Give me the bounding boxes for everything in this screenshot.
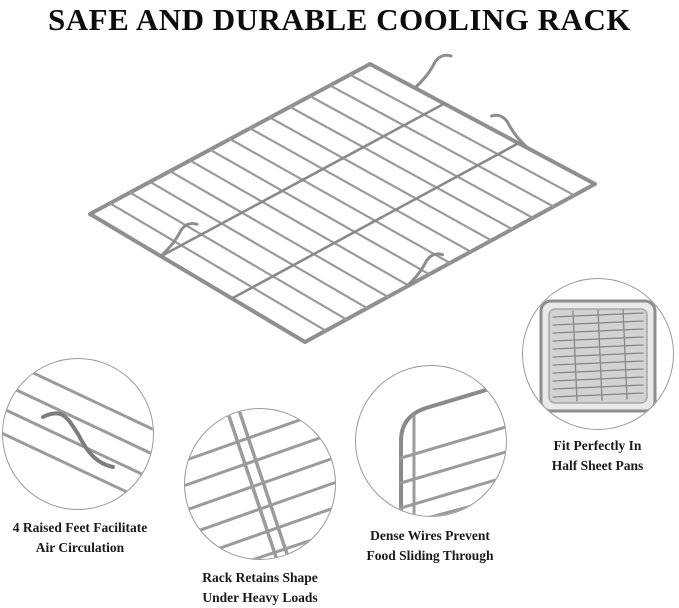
feature-caption-shape: Rack Retains Shape Under Heavy Loads bbox=[180, 568, 340, 608]
feature-caption-wires: Dense Wires Prevent Food Sliding Through bbox=[350, 526, 510, 566]
sheet-pan-fit-closeup bbox=[522, 278, 674, 430]
cooling-rack-image bbox=[70, 44, 610, 394]
feature-caption-shape-line2: Under Heavy Loads bbox=[202, 590, 318, 605]
page-title: SAFE AND DURABLE COOLING RACK bbox=[48, 2, 631, 37]
dense-wires-closeup bbox=[355, 365, 507, 517]
feature-caption-wires-line2: Food Sliding Through bbox=[366, 548, 494, 563]
feature-caption-pan: Fit Perfectly In Half Sheet Pans bbox=[520, 436, 675, 476]
raised-feet-closeup bbox=[2, 358, 154, 510]
rack-shape-closeup bbox=[184, 408, 336, 560]
feature-caption-pan-line1: Fit Perfectly In bbox=[553, 438, 642, 453]
feature-caption-pan-line2: Half Sheet Pans bbox=[551, 458, 644, 473]
feature-caption-wires-line1: Dense Wires Prevent bbox=[370, 528, 490, 543]
feature-caption-shape-line1: Rack Retains Shape bbox=[202, 570, 318, 585]
feature-caption-feet-line2: Air Circulation bbox=[35, 540, 125, 555]
feature-caption-feet-line1: 4 Raised Feet Facilitate bbox=[12, 520, 148, 535]
feature-caption-feet: 4 Raised Feet Facilitate Air Circulation bbox=[0, 518, 160, 558]
